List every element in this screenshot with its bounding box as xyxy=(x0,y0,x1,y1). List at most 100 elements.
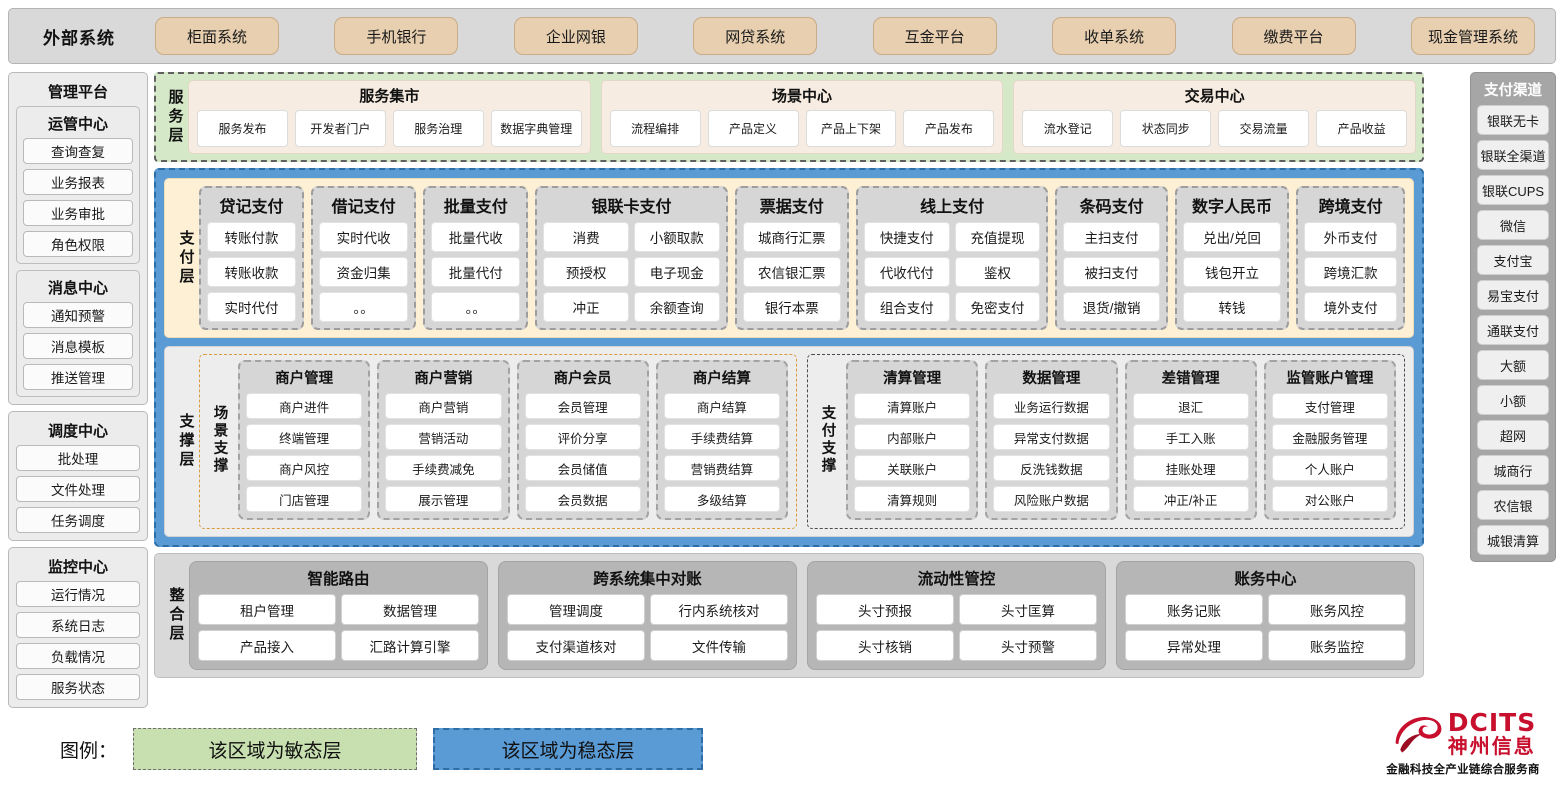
integration-cell[interactable]: 账务风控 xyxy=(1268,594,1406,625)
rail-item[interactable]: 通知预警 xyxy=(23,302,133,328)
payment-cell[interactable]: 冲正 xyxy=(543,292,629,322)
payment-cell[interactable]: 鉴权 xyxy=(954,257,1041,287)
service-chip[interactable]: 服务发布 xyxy=(197,110,288,147)
rail-item[interactable]: 角色权限 xyxy=(23,231,133,257)
payment-channel-item[interactable]: 农信银 xyxy=(1477,490,1549,520)
support-cell[interactable]: 关联账户 xyxy=(854,455,971,481)
payment-cell[interactable]: 钱包开立 xyxy=(1182,257,1282,287)
integration-cell[interactable]: 支付渠道核对 xyxy=(507,630,645,661)
support-cell[interactable]: 退汇 xyxy=(1132,393,1249,419)
payment-cell[interactable]: 。。 xyxy=(431,292,521,322)
payment-cell[interactable]: 快捷支付 xyxy=(863,222,950,252)
rail-item[interactable]: 任务调度 xyxy=(16,507,140,533)
rail-item[interactable]: 负载情况 xyxy=(16,643,140,669)
integration-cell[interactable]: 管理调度 xyxy=(507,594,645,625)
service-chip[interactable]: 产品发布 xyxy=(903,110,995,147)
service-chip[interactable]: 数据字典管理 xyxy=(490,110,582,147)
payment-cell[interactable]: 资金归集 xyxy=(319,257,409,287)
support-cell[interactable]: 反洗钱数据 xyxy=(993,455,1110,481)
support-cell[interactable]: 营销活动 xyxy=(385,424,502,450)
payment-cell[interactable]: 小额取款 xyxy=(633,222,720,252)
external-system-chip[interactable]: 手机银行 xyxy=(334,17,459,55)
support-cell[interactable]: 商户结算 xyxy=(663,393,780,419)
rail-item[interactable]: 文件处理 xyxy=(16,476,140,502)
support-cell[interactable]: 商户营销 xyxy=(385,393,502,419)
payment-channel-item[interactable]: 银联无卡 xyxy=(1477,105,1549,135)
integration-cell[interactable]: 头寸预警 xyxy=(959,630,1097,661)
service-chip[interactable]: 流程编排 xyxy=(609,110,701,147)
payment-channel-item[interactable]: 大额 xyxy=(1477,350,1549,380)
payment-channel-item[interactable]: 支付宝 xyxy=(1477,245,1549,275)
rail-item[interactable]: 服务状态 xyxy=(16,674,140,700)
payment-cell[interactable]: 退货/撤销 xyxy=(1063,292,1160,322)
integration-cell[interactable]: 文件传输 xyxy=(650,630,788,661)
service-chip[interactable]: 产品定义 xyxy=(707,110,799,147)
integration-cell[interactable]: 异常处理 xyxy=(1125,630,1263,661)
integration-cell[interactable]: 头寸预报 xyxy=(816,594,954,625)
payment-channel-item[interactable]: 超网 xyxy=(1477,420,1549,450)
support-cell[interactable]: 业务运行数据 xyxy=(993,393,1110,419)
payment-cell[interactable]: 城商行汇票 xyxy=(742,222,841,252)
external-system-chip[interactable]: 网贷系统 xyxy=(693,17,818,55)
payment-cell[interactable]: 主扫支付 xyxy=(1063,222,1160,252)
support-cell[interactable]: 挂账处理 xyxy=(1132,455,1249,481)
support-cell[interactable]: 手续费结算 xyxy=(663,424,780,450)
payment-cell[interactable]: 被扫支付 xyxy=(1063,257,1160,287)
integration-cell[interactable]: 账务记账 xyxy=(1125,594,1263,625)
payment-cell[interactable]: 。。 xyxy=(319,292,409,322)
support-cell[interactable]: 清算规则 xyxy=(854,486,971,512)
payment-cell[interactable]: 余额查询 xyxy=(633,292,720,322)
service-chip[interactable]: 流水登记 xyxy=(1022,110,1114,147)
payment-channel-item[interactable]: 小额 xyxy=(1477,385,1549,415)
payment-channel-item[interactable]: 微信 xyxy=(1477,210,1549,240)
support-cell[interactable]: 对公账户 xyxy=(1271,486,1388,512)
payment-channel-item[interactable]: 银联CUPS xyxy=(1477,175,1549,205)
payment-cell[interactable]: 代收代付 xyxy=(863,257,950,287)
service-chip[interactable]: 交易流量 xyxy=(1218,110,1310,147)
payment-cell[interactable]: 免密支付 xyxy=(954,292,1041,322)
rail-item[interactable]: 运行情况 xyxy=(16,581,140,607)
rail-item[interactable]: 系统日志 xyxy=(16,612,140,638)
payment-cell[interactable]: 消费 xyxy=(543,222,629,252)
service-chip[interactable]: 服务治理 xyxy=(392,110,484,147)
rail-item[interactable]: 业务审批 xyxy=(23,200,133,226)
support-cell[interactable]: 营销费结算 xyxy=(663,455,780,481)
payment-cell[interactable]: 转账付款 xyxy=(207,222,297,252)
support-cell[interactable]: 会员储值 xyxy=(524,455,641,481)
integration-cell[interactable]: 汇路计算引擎 xyxy=(341,630,479,661)
payment-cell[interactable]: 跨境汇款 xyxy=(1304,257,1397,287)
payment-cell[interactable]: 转账收款 xyxy=(207,257,297,287)
external-system-chip[interactable]: 互金平台 xyxy=(872,17,997,55)
support-cell[interactable]: 评价分享 xyxy=(524,424,641,450)
payment-cell[interactable]: 银行本票 xyxy=(742,292,841,322)
support-cell[interactable]: 会员数据 xyxy=(524,486,641,512)
payment-channel-item[interactable]: 易宝支付 xyxy=(1477,280,1549,310)
external-system-chip[interactable]: 收单系统 xyxy=(1052,17,1177,55)
support-cell[interactable]: 个人账户 xyxy=(1271,455,1388,481)
support-cell[interactable]: 商户风控 xyxy=(246,455,363,481)
support-cell[interactable]: 门店管理 xyxy=(246,486,363,512)
support-cell[interactable]: 金融服务管理 xyxy=(1271,424,1388,450)
support-cell[interactable]: 展示管理 xyxy=(385,486,502,512)
service-chip[interactable]: 开发者门户 xyxy=(294,110,386,147)
payment-cell[interactable]: 批量代收 xyxy=(431,222,521,252)
integration-cell[interactable]: 头寸匡算 xyxy=(959,594,1097,625)
payment-cell[interactable]: 预授权 xyxy=(543,257,629,287)
payment-cell[interactable]: 转钱 xyxy=(1182,292,1282,322)
payment-cell[interactable]: 实时代付 xyxy=(207,292,297,322)
rail-item[interactable]: 推送管理 xyxy=(23,364,133,390)
payment-cell[interactable]: 组合支付 xyxy=(863,292,950,322)
payment-cell[interactable]: 批量代付 xyxy=(431,257,521,287)
support-cell[interactable]: 清算账户 xyxy=(854,393,971,419)
external-system-chip[interactable]: 缴费平台 xyxy=(1231,17,1356,55)
support-cell[interactable]: 多级结算 xyxy=(663,486,780,512)
integration-cell[interactable]: 产品接入 xyxy=(198,630,336,661)
support-cell[interactable]: 终端管理 xyxy=(246,424,363,450)
support-cell[interactable]: 手工入账 xyxy=(1132,424,1249,450)
integration-cell[interactable]: 头寸核销 xyxy=(816,630,954,661)
service-chip[interactable]: 状态同步 xyxy=(1120,110,1212,147)
rail-item[interactable]: 查询查复 xyxy=(23,138,133,164)
support-cell[interactable]: 手续费减免 xyxy=(385,455,502,481)
payment-cell[interactable]: 充值提现 xyxy=(954,222,1041,252)
integration-cell[interactable]: 租户管理 xyxy=(198,594,336,625)
